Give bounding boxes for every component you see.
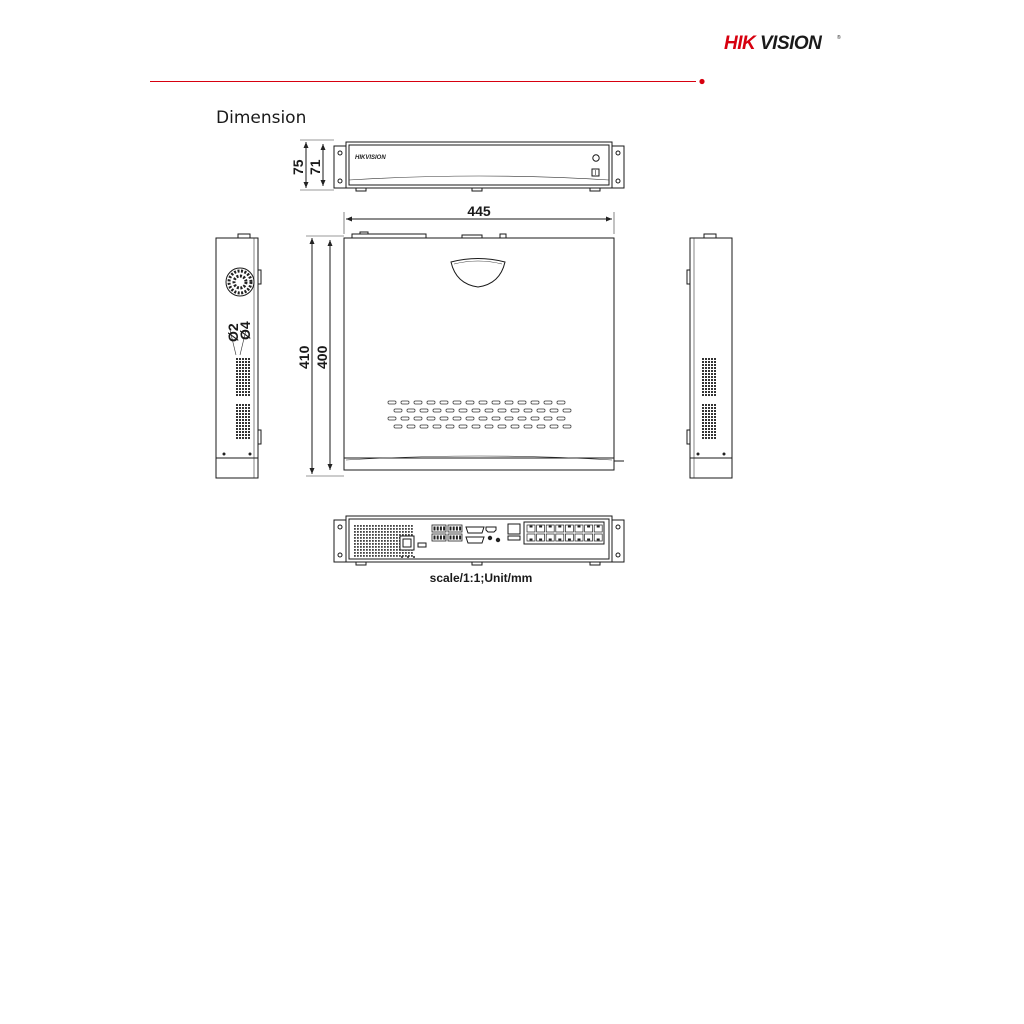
rear-view <box>333 515 625 566</box>
svg-text:®: ® <box>837 34 841 41</box>
header-divider <box>150 78 705 85</box>
fan-icon <box>225 267 255 297</box>
vga-port-icon <box>465 526 485 534</box>
hdmi-port-icon <box>485 526 497 533</box>
serial-port-icon <box>465 536 485 544</box>
usb-rear-icon <box>507 535 521 541</box>
dim-top-depth-outer: 410 <box>296 345 312 369</box>
dim-front-inner-height: 71 <box>307 159 323 175</box>
dim-top-depth-inner: 400 <box>314 345 330 369</box>
hikvision-logo: HIK VISION ® <box>724 33 841 54</box>
front-view: HIKVISION 75 71 <box>290 139 625 192</box>
lan-port-icon <box>507 523 521 535</box>
section-title: Dimension <box>216 108 307 128</box>
hole-label-small: Ø2 <box>225 323 241 342</box>
dim-front-outer-height: 75 <box>290 159 306 175</box>
right-side-view <box>686 233 733 479</box>
front-panel-logo: HIKVISION <box>355 155 386 161</box>
dim-top-width: 445 <box>467 203 491 219</box>
left-side-view: Ø2 Ø4 <box>215 233 262 479</box>
usb-port-icon <box>591 168 600 177</box>
power-button-icon <box>592 154 600 162</box>
scale-note: scale/1:1;Unit/mm <box>429 571 533 585</box>
svg-text:HIK: HIK <box>724 33 757 54</box>
top-view: 445 410 400 <box>296 203 624 477</box>
hole-label-large: Ø4 <box>237 321 253 340</box>
svg-text:VISION: VISION <box>760 33 823 54</box>
power-socket-icon <box>399 535 415 551</box>
